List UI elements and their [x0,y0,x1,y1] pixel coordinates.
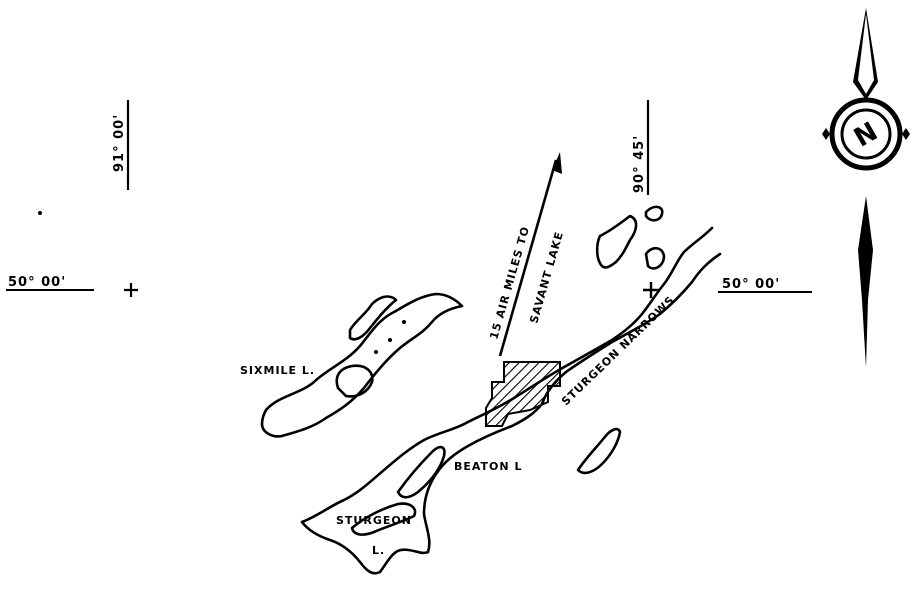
sturgeon-lake-label: STURGEON [336,514,412,527]
longitude-label-right: 90° 45' [632,135,647,193]
sixmile-lake [260,292,464,438]
sixmile-lake-label: SIXMILE L. [240,364,315,377]
longitude-90-45: 90° 45' [632,100,650,195]
latitude-label-left: 50° 00' [8,275,66,290]
longitude-91-00: 91° 00' [112,100,130,190]
longitude-label-left: 91° 00' [112,114,127,172]
latitude-50-00-right: 50° 00' [718,277,812,293]
property-area [485,361,561,427]
graticule-cross-left [124,283,138,297]
speck [38,211,42,215]
sturgeon-narrows-label: STURGEON NARROWS [559,293,677,408]
latitude-label-right: 50° 00' [722,277,780,292]
compass-rose-icon: N [822,8,910,368]
graticule-cross-right [643,282,659,298]
latitude-50-00-left: 50° 00' [6,275,138,297]
sturgeon-lake-label-2: L. [372,544,385,557]
savant-lake-arrow: 15 AIR MILES TO SAVANT LAKE [487,152,566,357]
beaton-lake-label: BEATON L [454,460,522,473]
